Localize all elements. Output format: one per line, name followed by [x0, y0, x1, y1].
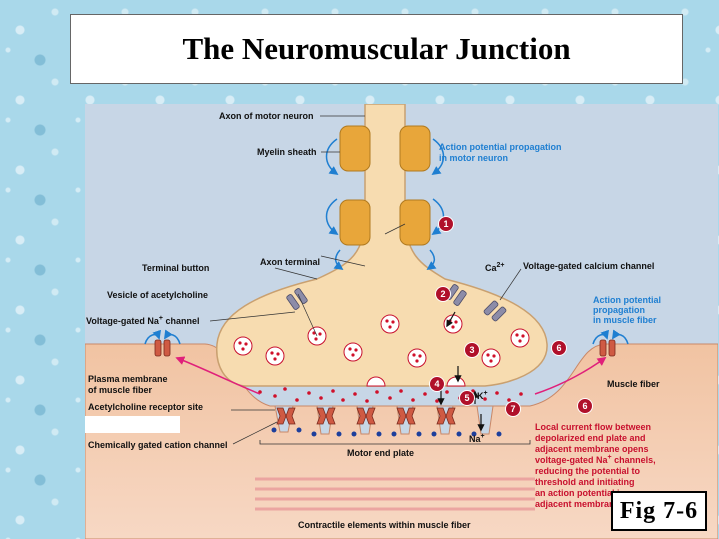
label-axon-of-motor-neuron: Axon of motor neuron	[219, 111, 314, 121]
label-ach-receptor-site: Acetylcholine receptor site	[88, 402, 203, 412]
step-1-label: 1	[443, 219, 448, 229]
local-current-arrows	[175, 356, 607, 395]
label-axon-terminal: Axon terminal	[260, 257, 320, 267]
local-line-5: reducing the potential to	[535, 466, 641, 476]
diagram-svg: 1 2 3 4 5 6 6 7 Axon of motor neuron Mye…	[85, 104, 718, 539]
step-7-label: 7	[510, 404, 515, 414]
label-terminal-button: Terminal button	[142, 263, 209, 273]
label-ap-motor-line1: Action potential propagation	[439, 142, 562, 152]
label-vesicle-ach: Vesicle of acetylcholine	[107, 290, 208, 300]
label-ap-muscle-line2: propagation	[593, 305, 645, 315]
leader-lines	[209, 115, 522, 445]
label-contractile-elements: Contractile elements within muscle fiber	[298, 520, 471, 530]
step-6-label-upper: 6	[556, 343, 561, 353]
local-line-2: depolarized end plate and	[535, 433, 646, 443]
ap-arrows-neuron	[144, 138, 629, 345]
junctional-folds	[270, 405, 500, 435]
label-chem-gated-channel: Chemically gated cation channel	[88, 440, 228, 450]
vesicle-ach-dots	[238, 319, 525, 363]
local-line-7: an action potential in	[535, 488, 625, 498]
label-ap-muscle-line3: in muscle fiber	[593, 315, 657, 325]
cation-dots	[271, 427, 502, 437]
label-plasma-membrane-line2: of muscle fiber	[88, 385, 153, 395]
neuromuscular-junction-diagram: 1 2 3 4 5 6 6 7 Axon of motor neuron Mye…	[85, 104, 718, 539]
label-ap-muscle-line1: Action potential	[593, 295, 661, 305]
step-badges	[429, 216, 593, 417]
local-line-6: threshold and initiating	[535, 477, 635, 487]
calcium-channels	[286, 284, 507, 322]
label-plasma-membrane-line1: Plasma membrane	[88, 374, 168, 384]
contractile-elements	[255, 477, 535, 511]
step-6-label-lower: 6	[582, 401, 587, 411]
label-myelin-sheath: Myelin sheath	[257, 147, 317, 157]
label-na: Na+	[469, 433, 485, 444]
label-k: K+	[477, 390, 488, 401]
sodium-channels	[154, 339, 616, 357]
page-title: The Neuromuscular Junction	[182, 31, 571, 66]
step-3-label: 3	[469, 345, 474, 355]
step-5-label: 5	[464, 393, 469, 403]
figure-tag: Fig 7-6	[611, 491, 707, 531]
local-line-3: adjacent membrane opens	[535, 444, 649, 454]
step-arrows	[437, 311, 485, 432]
label-ap-motor-line2: in motor neuron	[439, 153, 508, 163]
label-ca: Ca2+	[485, 262, 505, 273]
myelin-sheath	[339, 125, 431, 246]
label-muscle-fiber: Muscle fiber	[607, 379, 660, 389]
label-vg-calcium-channel: Voltage-gated calcium channel	[523, 261, 654, 271]
white-overlay	[85, 416, 180, 433]
title-box: The Neuromuscular Junction	[70, 14, 683, 84]
local-line-4: voltage-gated Na+ channels,	[535, 454, 656, 465]
end-plate-bracket	[259, 440, 531, 445]
step-2-label: 2	[440, 289, 445, 299]
local-line-8: adjacent membrane	[535, 499, 620, 509]
ach-vesicles	[233, 314, 530, 368]
step-4-label: 4	[434, 379, 439, 389]
ach-receptor-channels	[276, 407, 456, 425]
local-current-text: Local current flow between depolarized e…	[535, 422, 656, 509]
label-motor-end-plate: Motor end plate	[347, 448, 414, 458]
local-line-1: Local current flow between	[535, 422, 651, 432]
label-vg-na-channel: Voltage-gated Na+ channel	[86, 315, 199, 326]
